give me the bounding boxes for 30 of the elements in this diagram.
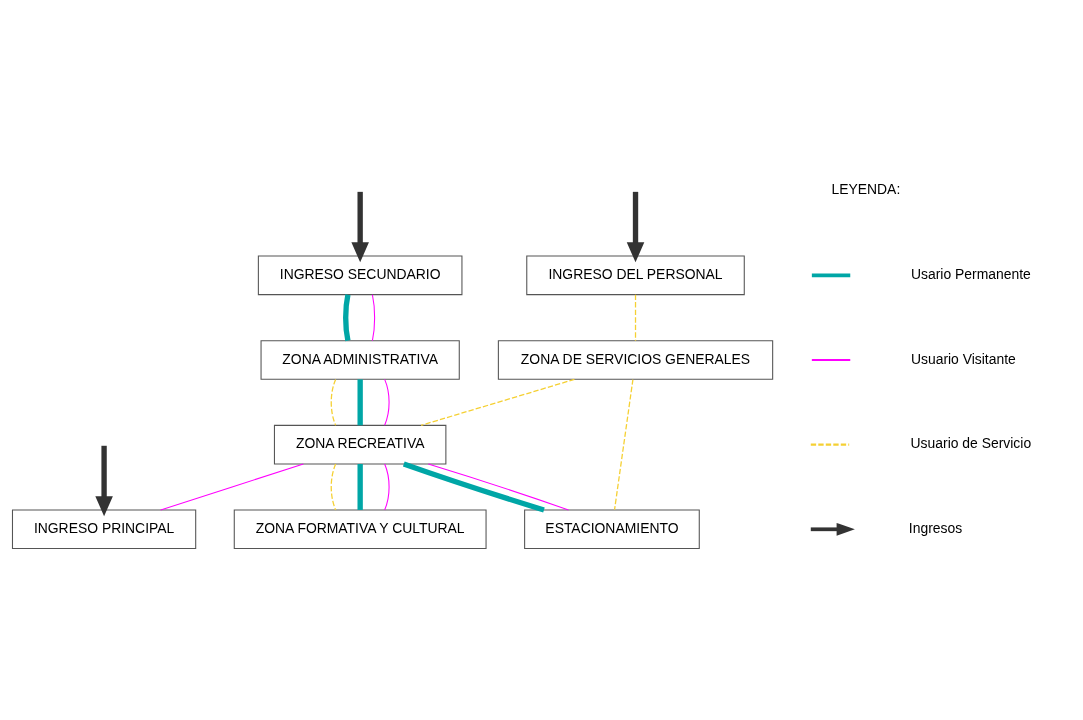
connector (330, 463, 337, 511)
legend-label: Usuario Visitante (910, 350, 1016, 367)
connector (384, 378, 390, 426)
connector (402, 461, 545, 513)
node-box: ZONA RECREATIVA (273, 424, 447, 465)
arrow (351, 191, 369, 263)
node-box: INGRESO DEL PERSONAL (526, 255, 745, 296)
connector (427, 463, 569, 511)
legend-label: Usario Permanente (910, 266, 1031, 282)
connector (357, 379, 363, 426)
arrow (626, 191, 645, 263)
node-box: ZONA FORMATIVA Y CULTURAL (233, 509, 487, 550)
node-box: ZONA DE SERVICIOS GENERALES (497, 340, 774, 380)
label: LEYENDA: (831, 181, 901, 198)
legend-label: Ingresos (908, 519, 963, 536)
connector (613, 378, 634, 511)
connector (420, 378, 576, 426)
connector (371, 294, 376, 342)
node-box: ZONA ADMINISTRATIVA (260, 340, 460, 380)
connector (384, 463, 390, 511)
connector (634, 294, 637, 342)
connector (330, 378, 337, 426)
arrow (95, 445, 113, 517)
connector (160, 463, 304, 511)
node-box: INGRESO SECUNDARIO (257, 255, 463, 296)
legend-label: Usuario de Servicio (910, 435, 1032, 452)
node-box: ESTACIONAMIENTO (524, 509, 700, 550)
node-box: INGRESO PRINCIPAL (11, 509, 197, 550)
connector (357, 464, 363, 510)
connector (343, 294, 351, 342)
